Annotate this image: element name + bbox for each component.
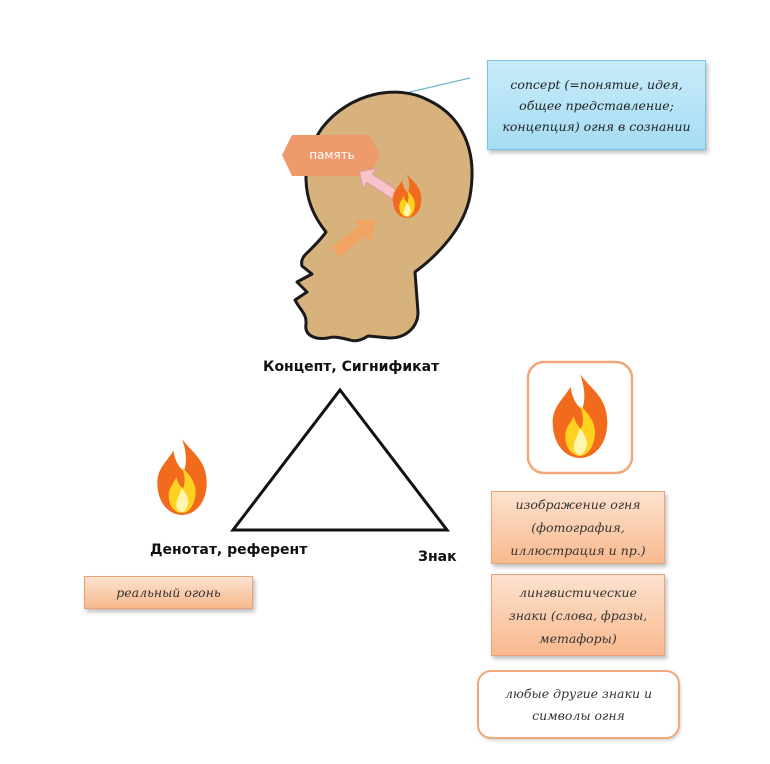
denotat-label: Денотат, референт [150, 542, 308, 558]
semiotic-triangle [229, 387, 451, 532]
memory-tag [282, 135, 380, 176]
image-sign-box: изображение огня (фотография, иллюстраци… [491, 491, 665, 564]
concept-note: concept (=понятие, идея, общее представл… [487, 60, 706, 150]
sign-label: Знак [418, 549, 457, 565]
arrow-icon [331, 219, 377, 257]
head-silhouette-icon [293, 90, 474, 343]
other-signs-box: любые другие знаки и символы огня [477, 670, 680, 739]
concept-label: Концепт, Сигнификат [263, 359, 440, 375]
real-fire-box: реальный огонь [84, 576, 253, 609]
linguistic-sign-box: лингвистические знаки (слова, фразы, мет… [491, 574, 665, 656]
memory-label: память [309, 148, 355, 162]
fire-icon [157, 439, 207, 515]
